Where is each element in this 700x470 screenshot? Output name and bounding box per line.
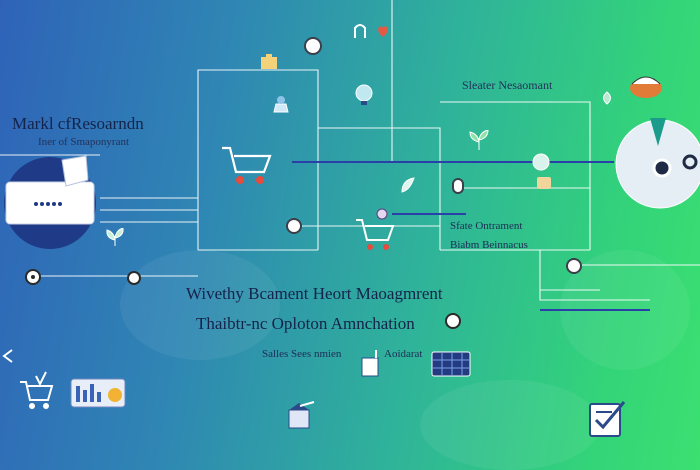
cloud-laptop-icon (378, 26, 388, 37)
lightbulb-icon (532, 153, 550, 171)
node-dot (566, 258, 582, 274)
cloud-laptop-icon (273, 96, 289, 113)
gear-icon (682, 154, 698, 170)
gauge-icon (354, 24, 366, 38)
document-check-icon (589, 401, 626, 437)
plant-icon (401, 177, 415, 193)
shopping-cart-icon (222, 146, 272, 184)
shopping-cart-icon (20, 371, 54, 409)
plant-icon (603, 91, 611, 105)
money-icon (630, 76, 662, 98)
node-dot (286, 218, 302, 234)
top-right-title: Sleater Nesaomant (462, 78, 553, 92)
mid-right-label-2: Biabm Beinnacus (450, 239, 528, 251)
plant-icon (469, 130, 489, 150)
sealed-envelope-icon (261, 54, 277, 69)
solar-panel-icon (431, 351, 471, 377)
chart-card-icon (70, 378, 126, 408)
store-icon (288, 401, 315, 429)
background-blob (420, 380, 600, 470)
plant-icon (106, 228, 124, 246)
center-caption-2: Aoidarat (384, 348, 423, 360)
background-blob (120, 250, 280, 360)
center-subheading: Thaibtr-nc Oploton Amnchation (196, 314, 415, 333)
gauge-icon (25, 269, 41, 285)
top-left-title: Markl cfResoarndn (12, 114, 144, 133)
checkout-cart-icon (356, 219, 395, 250)
gauge-icon (445, 313, 461, 329)
store-icon (361, 350, 379, 377)
gauge-icon (127, 271, 141, 285)
gauge-icon (376, 208, 388, 220)
top-left-subtitle: Iner of Smaponyrant (38, 136, 130, 148)
center-caption: Salles Sees nmien (262, 348, 342, 360)
node-dot (304, 37, 322, 55)
lightbulb-icon (355, 84, 373, 105)
chevron-left-icon (2, 349, 13, 363)
center-heading: Wivethy Bcament Heort Maoagmrent (186, 284, 443, 303)
sealed-envelope-icon (537, 177, 551, 189)
node-dot (452, 178, 464, 194)
mid-right-label-1: Sfate Ontrament (450, 220, 523, 232)
